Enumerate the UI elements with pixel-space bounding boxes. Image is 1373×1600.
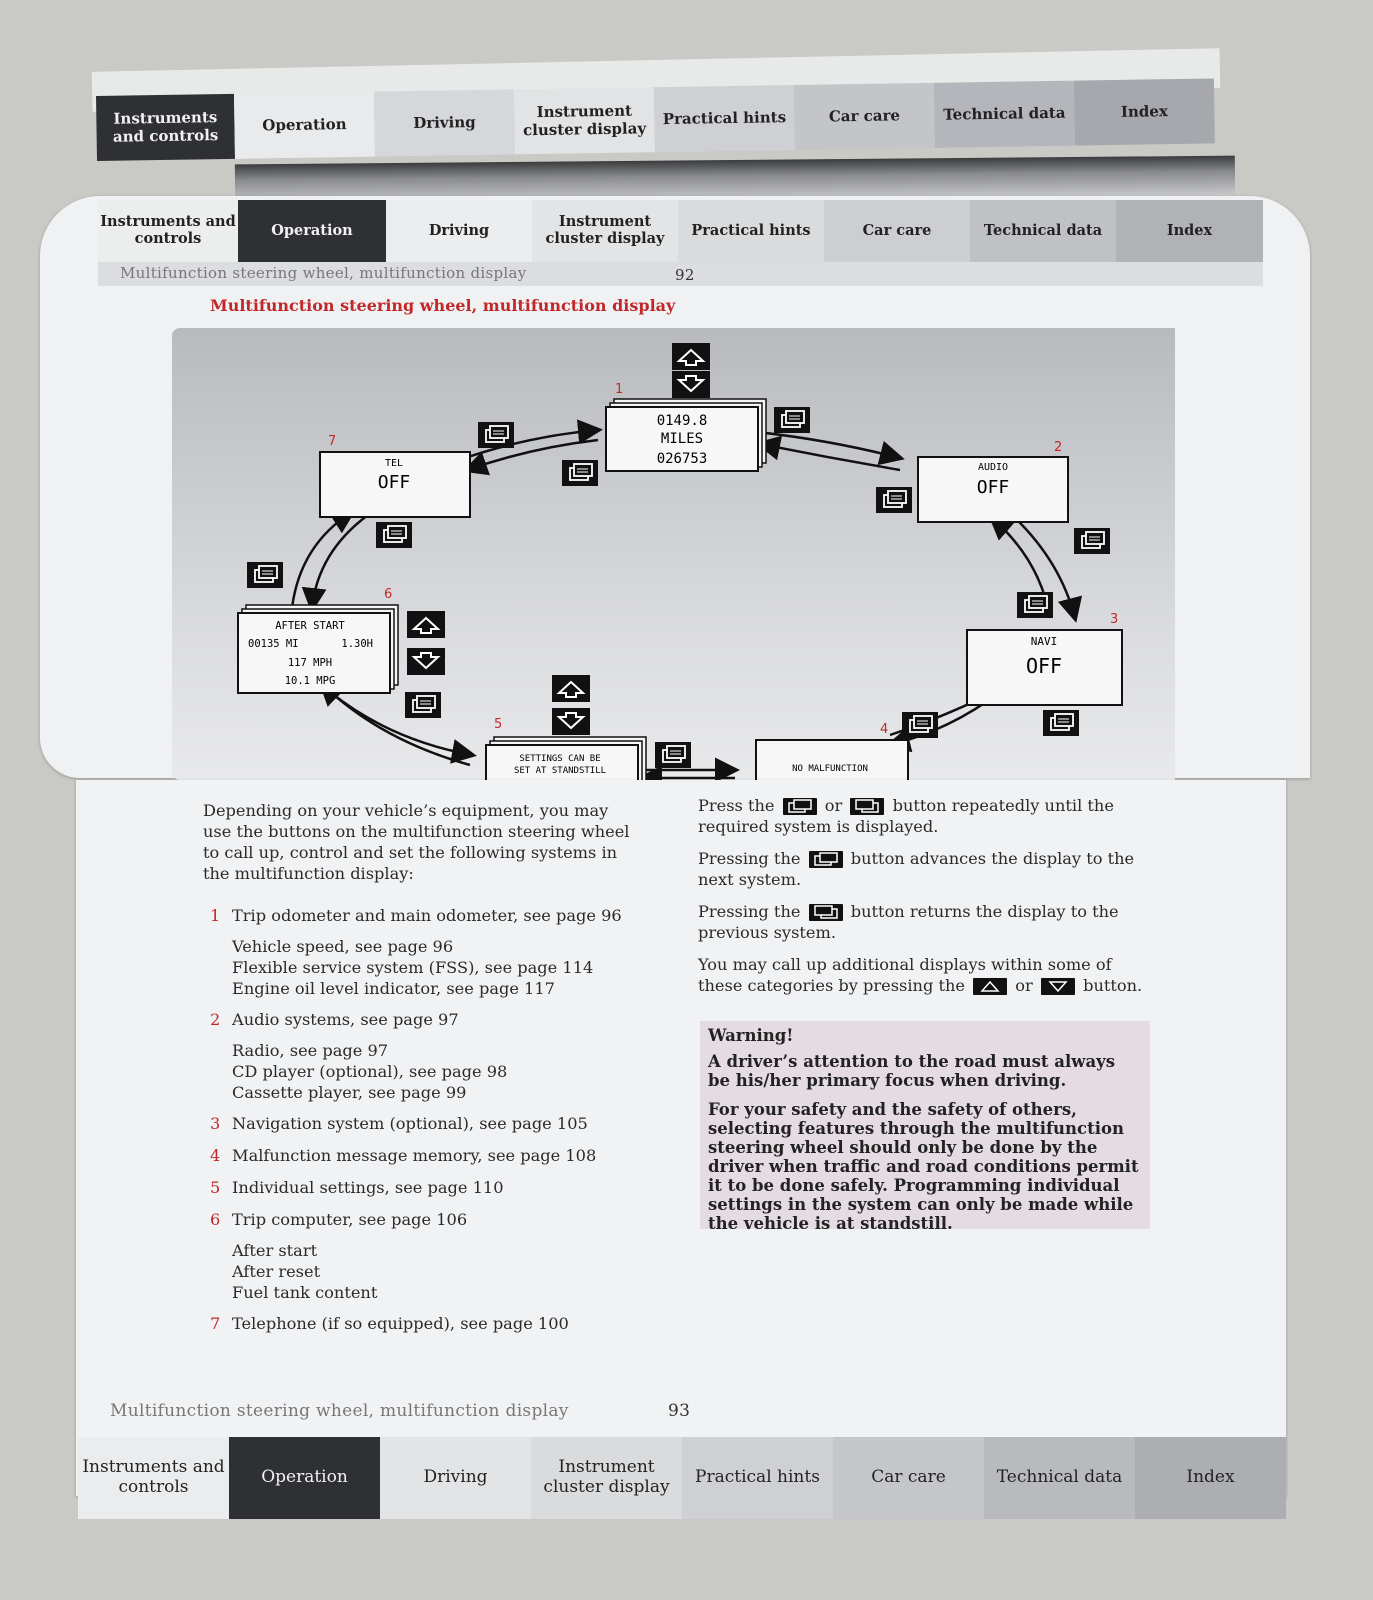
diagram-svg: 0149.8 MILES 026753 1 AUDIO OFF 2 NAVI O… [237,342,1123,780]
multifunction-display-diagram: 0149.8 MILES 026753 1 AUDIO OFF 2 NAVI O… [172,328,1175,780]
tab-car-care[interactable]: Car care [833,1437,984,1519]
paragraph-press: Press the or button repeatedly until the… [698,796,1114,836]
item4-line1: NO MALFUNCTION [792,764,868,774]
paragraph-return: Pressing the button returns the display … [698,902,1119,942]
item6-label: 6 [384,587,392,602]
item6-line2: 1.30H [341,638,373,650]
paragraph-additional: You may call up additional displays with… [698,955,1143,995]
item5-line2: SET AT STANDSTILL [514,766,606,776]
warning-box: Warning! A driver’s attention to the roa… [700,1021,1150,1233]
item6-title: AFTER START [275,620,345,632]
warning-paragraph: For your safety and the safety of others… [708,1100,1139,1233]
tab-operation[interactable]: Operation [229,1437,380,1519]
tab-instruments-and-controls[interactable]: Instruments and controls [96,93,236,161]
tab-instrument-cluster-display[interactable]: Instrument cluster display [513,87,655,155]
tab-driving[interactable]: Driving [380,1437,531,1519]
list-sub: Radio, see page 97 CD player (optional),… [232,1041,508,1102]
item2-value: OFF [977,477,1010,498]
tab-technical-data[interactable]: Technical data [933,80,1075,148]
item6-line1: 00135 MI [248,638,299,650]
warning-title: Warning! [708,1026,794,1045]
tab-index[interactable]: Index [1135,1437,1286,1519]
tab-operation[interactable]: Operation [233,91,375,159]
page92-header-bar [98,262,1263,286]
item1-line2: MILES [661,431,703,447]
tab-car-care[interactable]: Car care [824,200,970,262]
item5-line1: SETTINGS CAN BE [519,754,600,764]
tab-driving[interactable]: Driving [386,200,532,262]
item6-line4: 10.1 MPG [285,675,336,687]
tab-instruments-and-controls[interactable]: Instruments and controls [78,1437,229,1519]
tab-practical-hints[interactable]: Practical hints [682,1437,833,1519]
item1-label: 1 [615,382,623,397]
item1-line3: 026753 [657,451,708,467]
tab-practical-hints[interactable]: Practical hints [678,200,824,262]
tab-operation[interactable]: Operation [238,200,386,262]
intro-paragraph: Depending on your vehicle’s equipment, y… [203,801,630,883]
tab-technical-data[interactable]: Technical data [984,1437,1135,1519]
bottom-tab-strip: Instruments and controls Operation Drivi… [78,1437,1286,1519]
tab-index[interactable]: Index [1073,78,1215,146]
item3-label: 3 [1110,612,1118,627]
page92-header-title: Multifunction steering wheel, multifunct… [120,264,527,282]
page93-number: 93 [668,1401,691,1421]
tab-car-care[interactable]: Car care [793,82,935,151]
page93-footer-title: Multifunction steering wheel, multifunct… [110,1401,569,1421]
previous-button-icon [850,798,885,815]
page92-number: 92 [675,266,695,284]
item7-title: TEL [385,458,403,469]
item2-label: 2 [1054,440,1062,455]
next-button-icon [808,851,843,868]
down-button-icon [1040,978,1075,995]
item6-line3: 117 MPH [288,657,332,669]
item5-label: 5 [494,717,502,732]
item2-title: AUDIO [978,462,1008,473]
item3-title: NAVI [1031,635,1058,648]
tab-instrument-cluster-display[interactable]: Instrument cluster display [531,1437,682,1519]
previous-button-icon [808,904,843,921]
page92-section-title: Multifunction steering wheel, multifunct… [210,296,676,315]
list-sub: After start After reset Fuel tank conten… [232,1241,378,1302]
item3-value: OFF [1026,654,1062,678]
tab-instrument-cluster-display[interactable]: Instrument cluster display [532,200,678,262]
paragraph-advance: Pressing the button advances the display… [698,849,1135,889]
tab-instruments-and-controls[interactable]: Instruments and controls [98,200,238,262]
tab-index[interactable]: Index [1116,200,1263,262]
list-sub: Vehicle speed, see page 96 Flexible serv… [232,937,594,998]
item1-line1: 0149.8 [657,413,708,429]
up-button-icon [973,978,1008,995]
next-button-icon [782,798,817,815]
item4-label: 4 [880,722,888,737]
tab-driving[interactable]: Driving [373,89,515,157]
page92-tab-strip: Instruments and controls Operation Drivi… [98,200,1263,262]
item7-label: 7 [328,434,336,449]
tab-practical-hints[interactable]: Practical hints [653,85,795,153]
tab-technical-data[interactable]: Technical data [970,200,1116,262]
warning-paragraph: A driver’s attention to the road must al… [708,1052,1116,1090]
right-column: Press the or button repeatedly until the… [698,795,1153,996]
item7-value: OFF [378,472,411,493]
